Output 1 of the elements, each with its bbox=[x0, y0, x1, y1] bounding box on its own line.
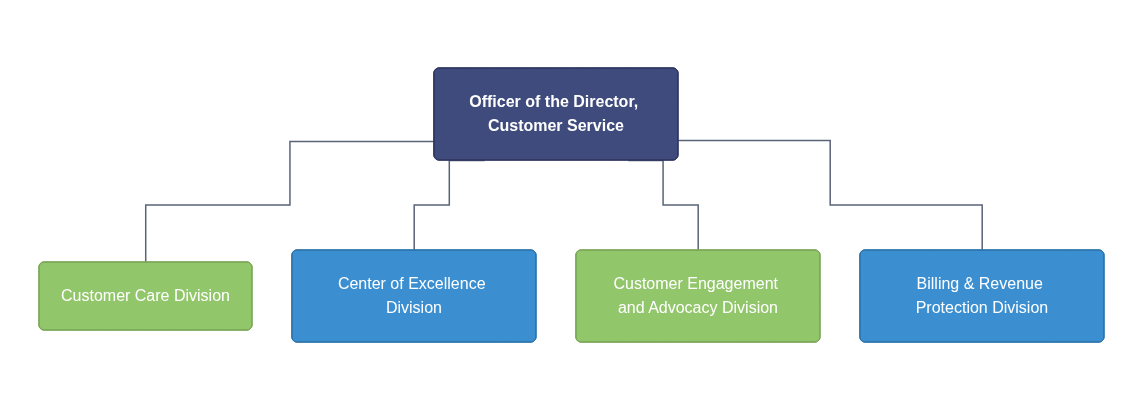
connector bbox=[677, 139, 984, 252]
